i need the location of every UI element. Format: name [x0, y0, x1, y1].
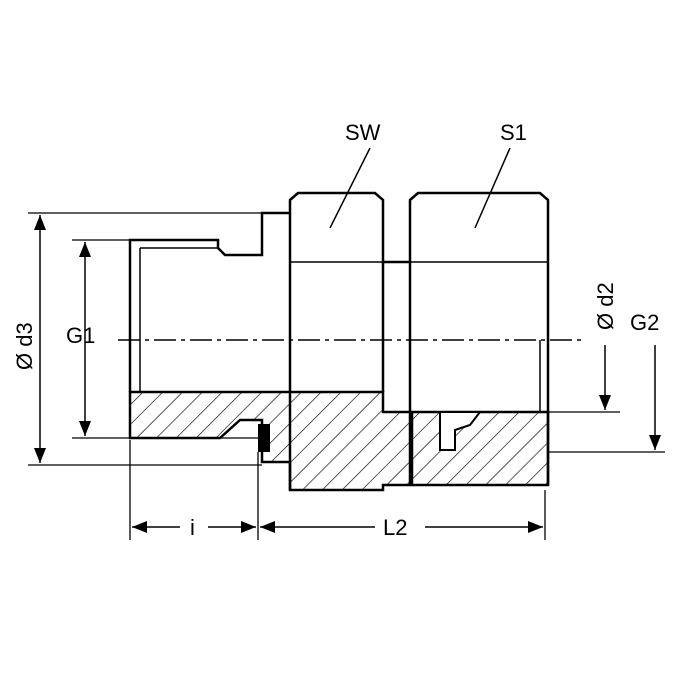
- label-g1: G1: [66, 323, 95, 348]
- section-hatch: [128, 390, 550, 492]
- label-d3: Ø d3: [12, 322, 37, 370]
- label-s1: S1: [500, 120, 527, 145]
- label-l2: L2: [383, 515, 407, 540]
- label-g2: G2: [630, 310, 659, 335]
- sw-leader: [329, 147, 371, 229]
- dimension-arrows: [34, 147, 661, 533]
- label-d2: Ø d2: [593, 282, 618, 330]
- label-sw: SW: [345, 120, 381, 145]
- o-ring: [258, 424, 270, 452]
- extension-lines: [28, 212, 665, 540]
- fitting-outline: [128, 191, 550, 490]
- s1-leader: [474, 147, 511, 229]
- label-i: i: [190, 515, 195, 540]
